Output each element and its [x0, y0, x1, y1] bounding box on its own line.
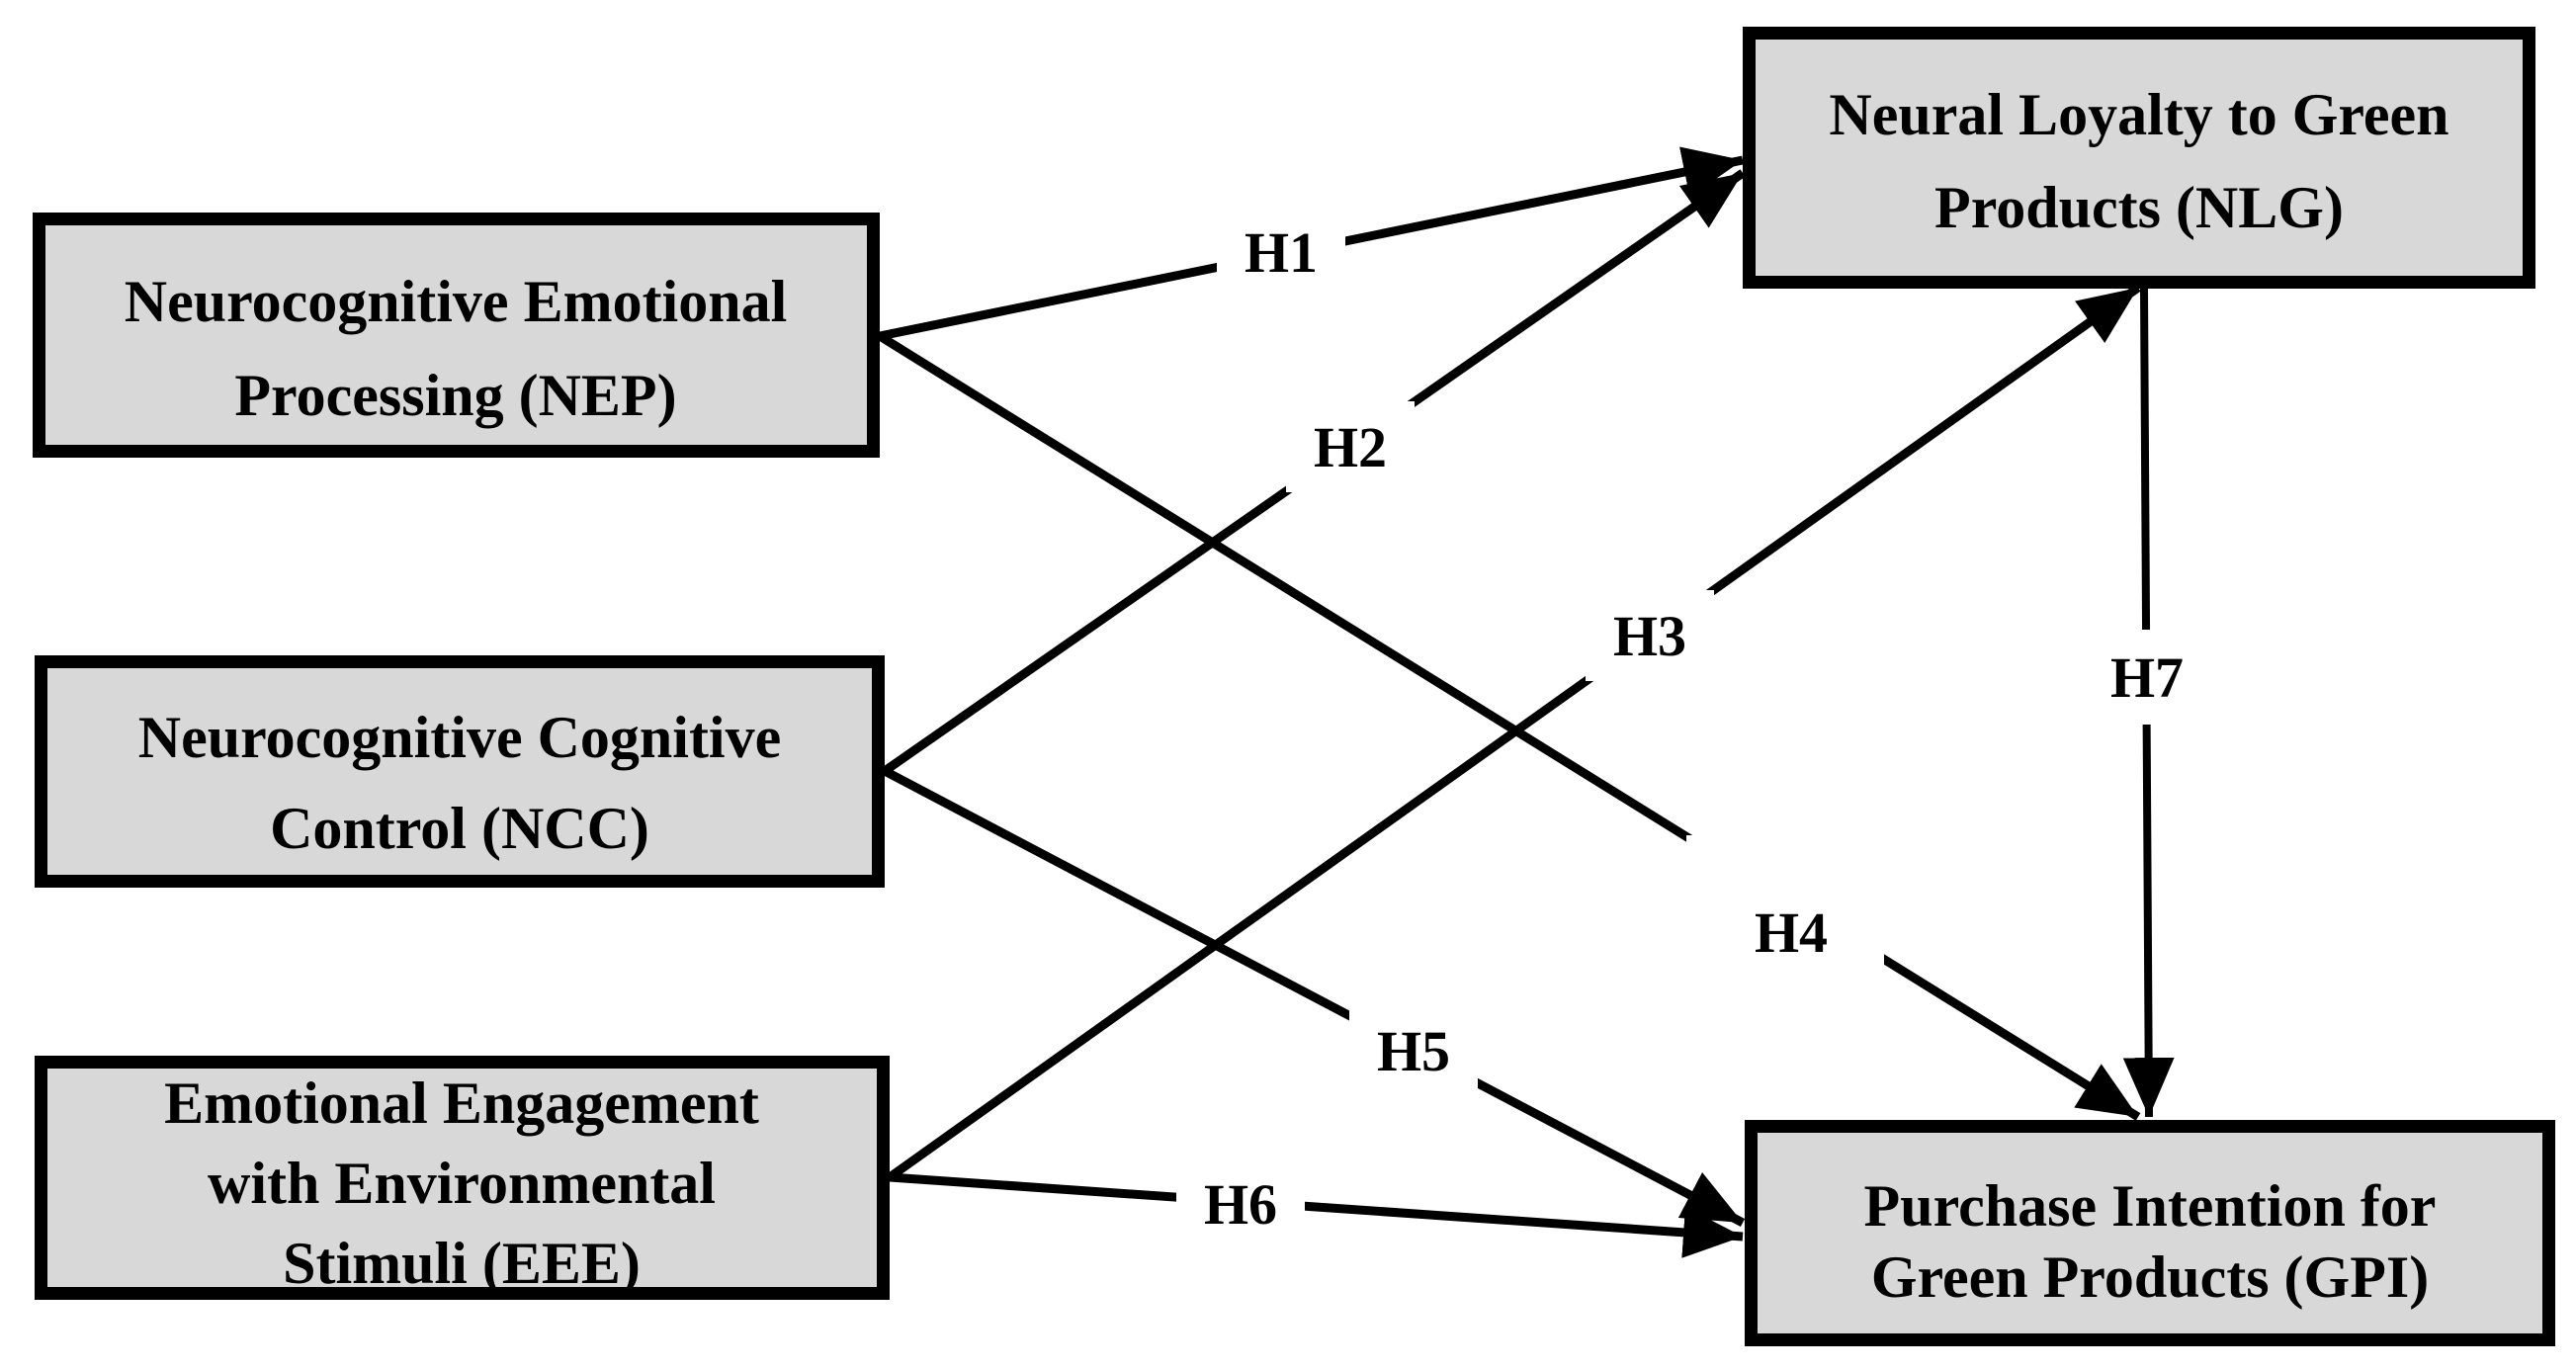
- node-eee: Emotional Engagement with Environmental …: [35, 1056, 890, 1300]
- node-gpi-label-line-2: Green Products (GPI): [1871, 1244, 2429, 1310]
- node-nep: Neurocognitive Emotional Processing (NEP…: [33, 213, 880, 458]
- edge-h3-label: H3: [1586, 590, 1714, 681]
- node-nep-label-line-1: Neurocognitive Emotional: [125, 269, 788, 334]
- nodes: Neurocognitive Emotional Processing (NEP…: [33, 27, 2555, 1346]
- edges: [877, 146, 2175, 1258]
- edge-h5-label: H5: [1349, 1005, 1478, 1096]
- edge-h4-label-bg: [1686, 835, 1884, 984]
- edge-h4-line: [877, 332, 2141, 1121]
- node-ncc-label-line-1: Neurocognitive Cognitive: [138, 705, 781, 770]
- edge-h7-label-text: H7: [2110, 645, 2184, 710]
- edge-h7-label-bg: [2078, 630, 2216, 725]
- edge-h7-label: H7: [2078, 630, 2216, 725]
- edge-h1-label-bg: [1217, 207, 1345, 298]
- node-gpi-label-line-1: Purchase Intention for: [1864, 1173, 2437, 1239]
- edge-h5-label-bg: [1349, 1005, 1478, 1096]
- edge-h6-line: [889, 1172, 1744, 1258]
- edge-h2-label-text: H2: [1314, 415, 1387, 479]
- edge-labels: H1 H2 H3 H4 H5 H6 H7: [1176, 207, 2216, 1249]
- node-ncc: Neurocognitive Cognitive Control (NCC): [35, 655, 885, 888]
- node-eee-label-line-3: Stimuli (EEE): [283, 1231, 641, 1296]
- edge-h6-label-bg: [1176, 1158, 1305, 1249]
- edge-h5-line: [882, 767, 1746, 1227]
- node-nep-label-line-2: Processing (NEP): [234, 363, 676, 428]
- edge-h1-label: H1: [1217, 207, 1345, 298]
- node-ncc-box: [35, 655, 885, 888]
- node-nlg: Neural Loyalty to Green Products (NLG): [1743, 27, 2535, 289]
- node-eee-box: [35, 1056, 890, 1300]
- edge-h3-label-bg: [1586, 590, 1714, 681]
- node-nlg-label-line-2: Products (NLG): [1934, 175, 2344, 240]
- node-nlg-box: [1743, 27, 2535, 289]
- node-nep-box: [33, 213, 880, 458]
- edge-h6-label-text: H6: [1204, 1172, 1277, 1237]
- node-ncc-label-line-2: Control (NCC): [270, 796, 649, 861]
- edge-h6-label: H6: [1176, 1158, 1305, 1249]
- node-eee-label-line-1: Emotional Engagement: [164, 1071, 759, 1136]
- node-nlg-label-line-1: Neural Loyalty to Green: [1829, 82, 2448, 147]
- edge-h4-label: H4: [1686, 835, 1884, 984]
- node-gpi: Purchase Intention for Green Products (G…: [1745, 1120, 2555, 1346]
- edge-h2-label-bg: [1286, 401, 1415, 492]
- edge-h3-label-text: H3: [1613, 604, 1686, 668]
- edge-h2-label: H2: [1286, 401, 1415, 492]
- edge-h1-label-text: H1: [1245, 220, 1318, 285]
- node-eee-label-line-2: with Environmental: [208, 1151, 716, 1216]
- edge-h4-label-text: H4: [1755, 900, 1828, 965]
- node-gpi-box: [1745, 1120, 2555, 1346]
- edge-h5-label-text: H5: [1377, 1019, 1450, 1083]
